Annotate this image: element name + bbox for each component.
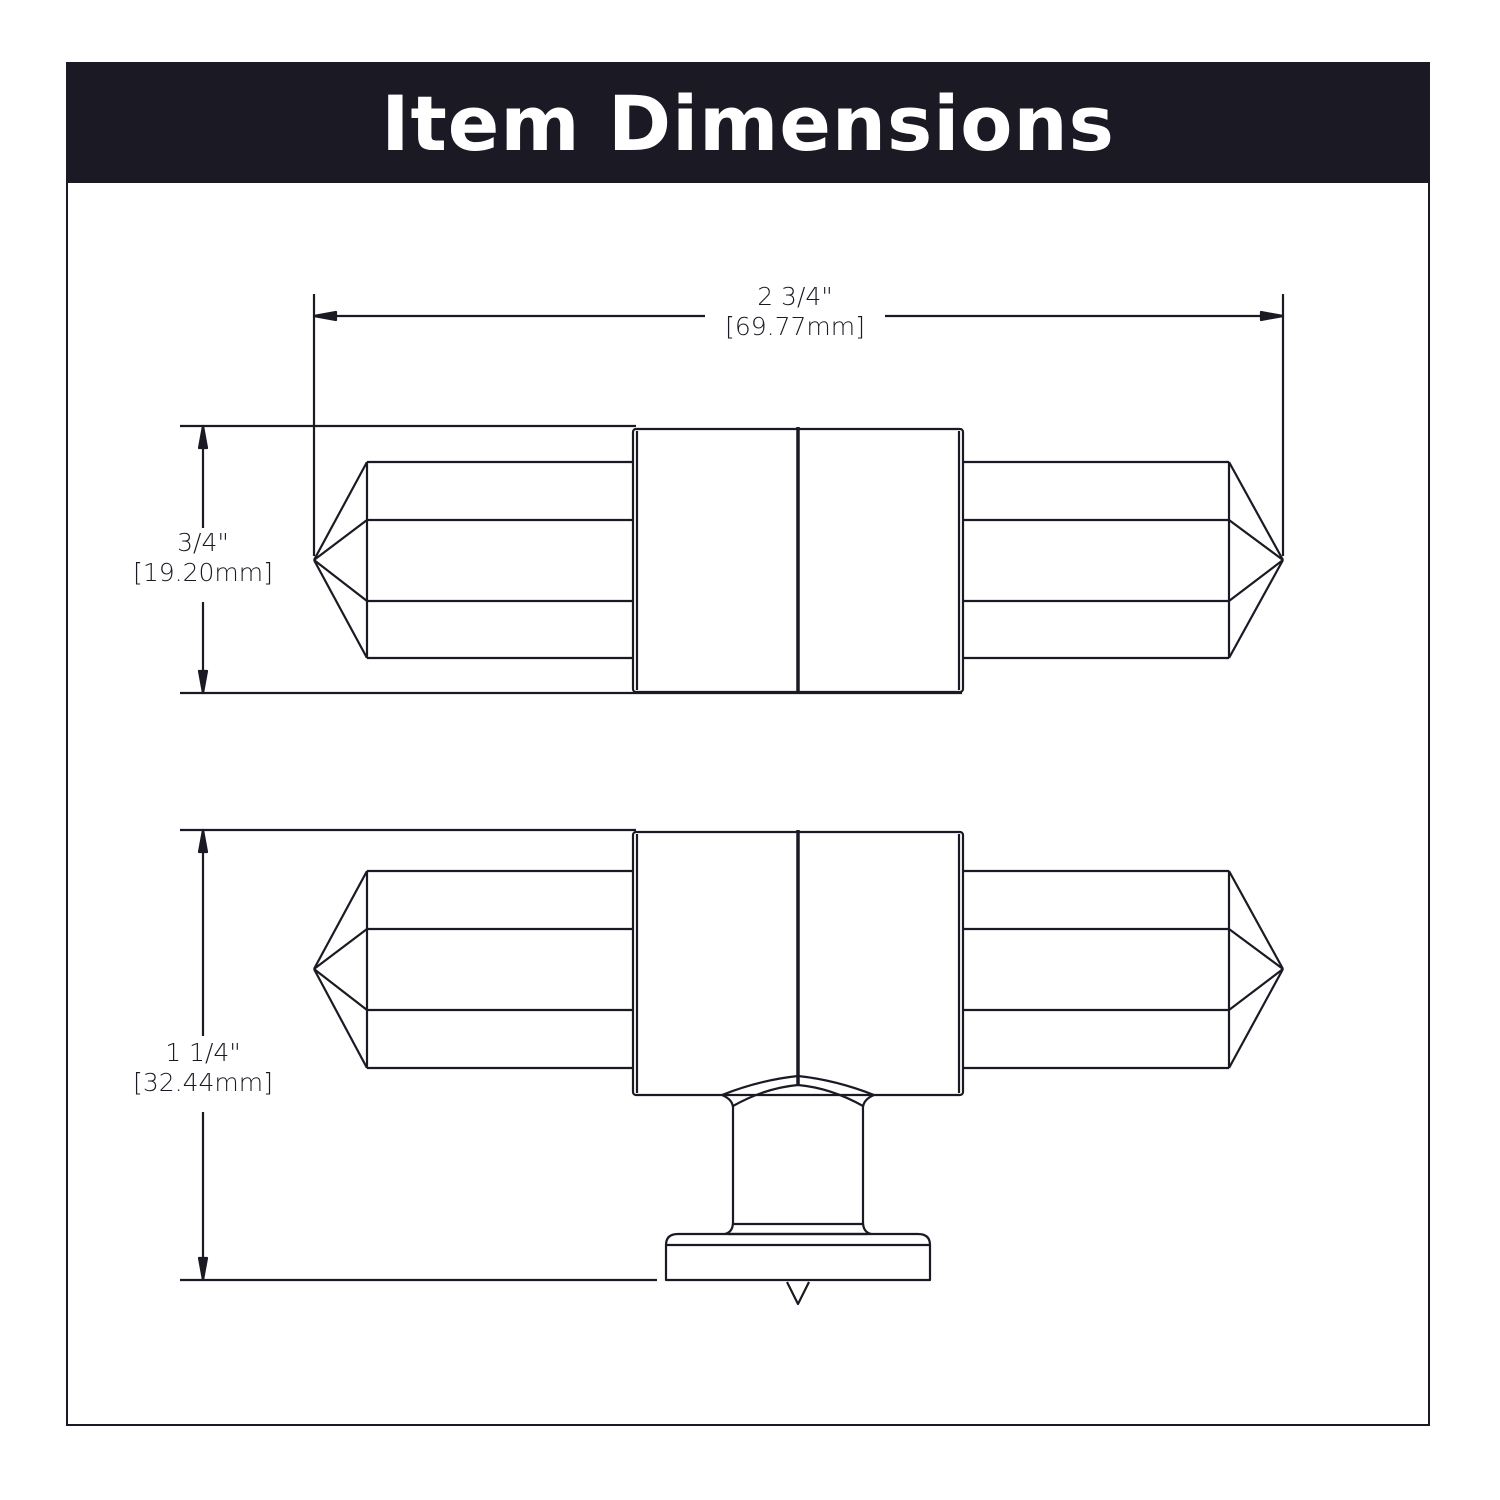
knob-post — [721, 1074, 875, 1236]
arrowhead-icon — [312, 310, 338, 322]
projection-dimension-line — [180, 828, 657, 1282]
diameter-imperial: 3/4" — [177, 528, 229, 557]
knob-base — [664, 1232, 932, 1306]
width-imperial: 2 3/4" — [757, 282, 833, 311]
diameter-dimension-label: 3/4" [19.20mm] — [113, 528, 293, 588]
top-view — [180, 294, 1285, 695]
projection-dimension-label: 1 1/4" [32.44mm] — [113, 1038, 293, 1098]
left-bar — [313, 869, 633, 1070]
page-title: Item Dimensions — [381, 78, 1115, 168]
arrowhead-icon — [197, 424, 209, 450]
side-view — [180, 828, 1284, 1306]
arrowhead-icon — [197, 669, 209, 695]
left-bar — [313, 460, 633, 660]
arrowhead-icon — [197, 1256, 209, 1282]
projection-metric: [32.44mm] — [133, 1068, 273, 1097]
header-band: Item Dimensions — [68, 64, 1428, 183]
right-bar — [964, 460, 1284, 660]
diameter-dimension-line — [180, 424, 962, 695]
projection-imperial: 1 1/4" — [165, 1038, 241, 1067]
diameter-metric: [19.20mm] — [133, 558, 273, 587]
right-bar — [964, 869, 1284, 1070]
arrowhead-icon — [197, 828, 209, 854]
center-block — [631, 427, 965, 694]
center-block — [631, 830, 965, 1097]
width-dimension-label: 2 3/4" [69.77mm] — [705, 282, 885, 342]
width-dimension-line — [312, 294, 1285, 556]
width-metric: [69.77mm] — [725, 312, 865, 341]
arrowhead-icon — [1259, 310, 1285, 322]
